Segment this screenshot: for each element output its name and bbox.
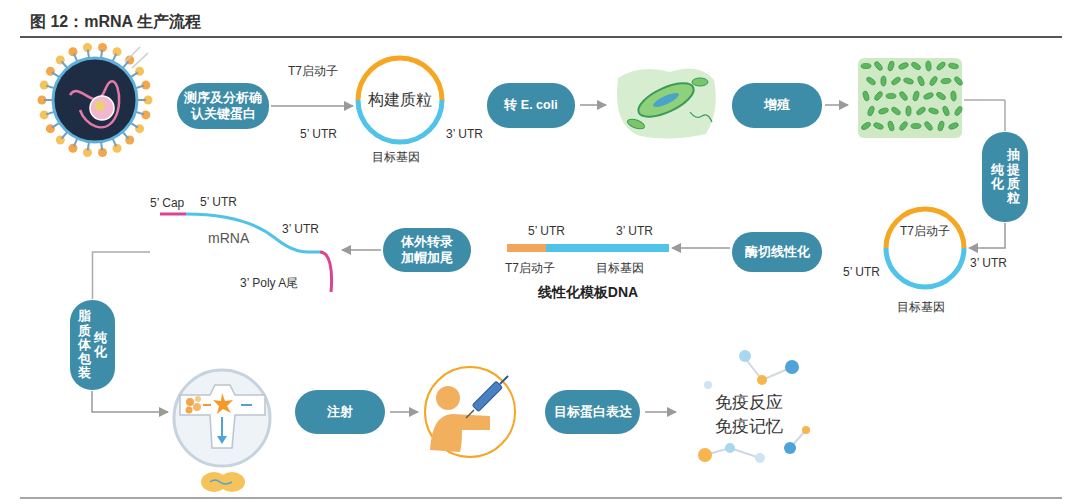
annotation-label: 3’ UTR — [446, 127, 483, 142]
process-pill: 目标蛋白表达 — [545, 390, 640, 434]
lnp-illustration — [174, 370, 270, 492]
annotation-label: 3’ UTR — [282, 222, 319, 237]
node-text: 脂质体包装 — [78, 309, 91, 380]
bottom-rule — [20, 497, 1062, 499]
flow-arrow — [580, 104, 606, 106]
node-text: 纯化 — [991, 163, 1004, 192]
annotation-label: 目标基因 — [596, 261, 644, 276]
flow-arrow — [825, 104, 848, 106]
flow-connector — [342, 249, 381, 251]
process-pill: 纯化脂质体包装 — [70, 300, 115, 390]
process-pill: 增殖 — [732, 83, 822, 128]
flow-connector — [271, 105, 353, 107]
ecoli-illustration — [617, 68, 716, 138]
node-text: mRNA — [208, 230, 249, 246]
node-text: 转 E. coli — [504, 97, 557, 113]
flow-arrow — [92, 391, 168, 412]
node-text: T7启动子 — [883, 224, 967, 238]
annotation-label: 5’ UTR — [528, 224, 565, 239]
plasmid-circle: T7启动子 — [883, 206, 967, 290]
title-rule — [20, 36, 1062, 38]
node-text: 抽提质粒 — [1007, 148, 1020, 205]
flow-connector — [93, 252, 151, 299]
node-text: 酶切线性化 — [745, 244, 810, 260]
annotation-label: 3’ UTR — [616, 224, 653, 239]
mrna-strand — [160, 214, 332, 292]
process-pill: 酶切线性化 — [732, 232, 822, 272]
node-text: 线性化模板DNA — [538, 284, 638, 302]
flow-arrow — [390, 411, 418, 413]
template-dna-bar: 线性化模板DNA — [507, 244, 669, 252]
annotation-label: 免疫反应 — [715, 393, 783, 413]
bacteria-illustration — [858, 58, 964, 138]
process-pill: 测序及分析确认关键蛋白 — [177, 83, 269, 129]
process-pill: 转 E. coli — [487, 83, 575, 128]
flow-connector — [672, 247, 730, 249]
plasmid-ring — [883, 206, 967, 290]
annotation-label: T7启动子 — [505, 261, 555, 276]
annotation-label: 5’ UTR — [200, 195, 237, 210]
node-text: 增殖 — [764, 97, 790, 113]
node-text: 纯化 — [94, 331, 107, 360]
node-text: 目标蛋白表达 — [554, 404, 632, 420]
node-text: 注射 — [327, 404, 353, 420]
annotation-label: 免疫记忆 — [715, 417, 783, 437]
flow-arrow — [645, 411, 676, 413]
plasmid-circle: 构建质粒 — [355, 55, 445, 145]
annotation-label: 目标基因 — [897, 300, 945, 315]
annotation-label: 3’ UTR — [970, 256, 1007, 271]
flow-line — [1004, 100, 1006, 131]
annotation-label: 目标基因 — [372, 150, 420, 165]
annotation-label: 5’ Cap — [150, 196, 184, 211]
flow-line — [964, 99, 1005, 101]
annotation-label: 3’ Poly A尾 — [240, 276, 298, 291]
process-pill: 纯化抽提质粒 — [982, 132, 1028, 222]
flow-connector — [969, 223, 1005, 248]
annotation-label: 5’ UTR — [300, 127, 337, 142]
node-text: 体外转录加帽加尾 — [401, 234, 453, 267]
node-text: 测序及分析确认关键蛋白 — [184, 90, 262, 123]
molecule-illustration — [698, 350, 810, 463]
process-pill: 体外转录加帽加尾 — [383, 228, 471, 272]
virus-illustration — [38, 43, 153, 157]
node-text: 构建质粒 — [355, 90, 445, 109]
figure-title: 图 12：mRNA 生产流程 — [30, 12, 201, 33]
process-pill: 注射 — [295, 390, 385, 434]
annotation-label: 5’ UTR — [843, 265, 880, 280]
annotation-label: T7启动子 — [288, 64, 338, 79]
injection-illustration — [425, 367, 515, 457]
